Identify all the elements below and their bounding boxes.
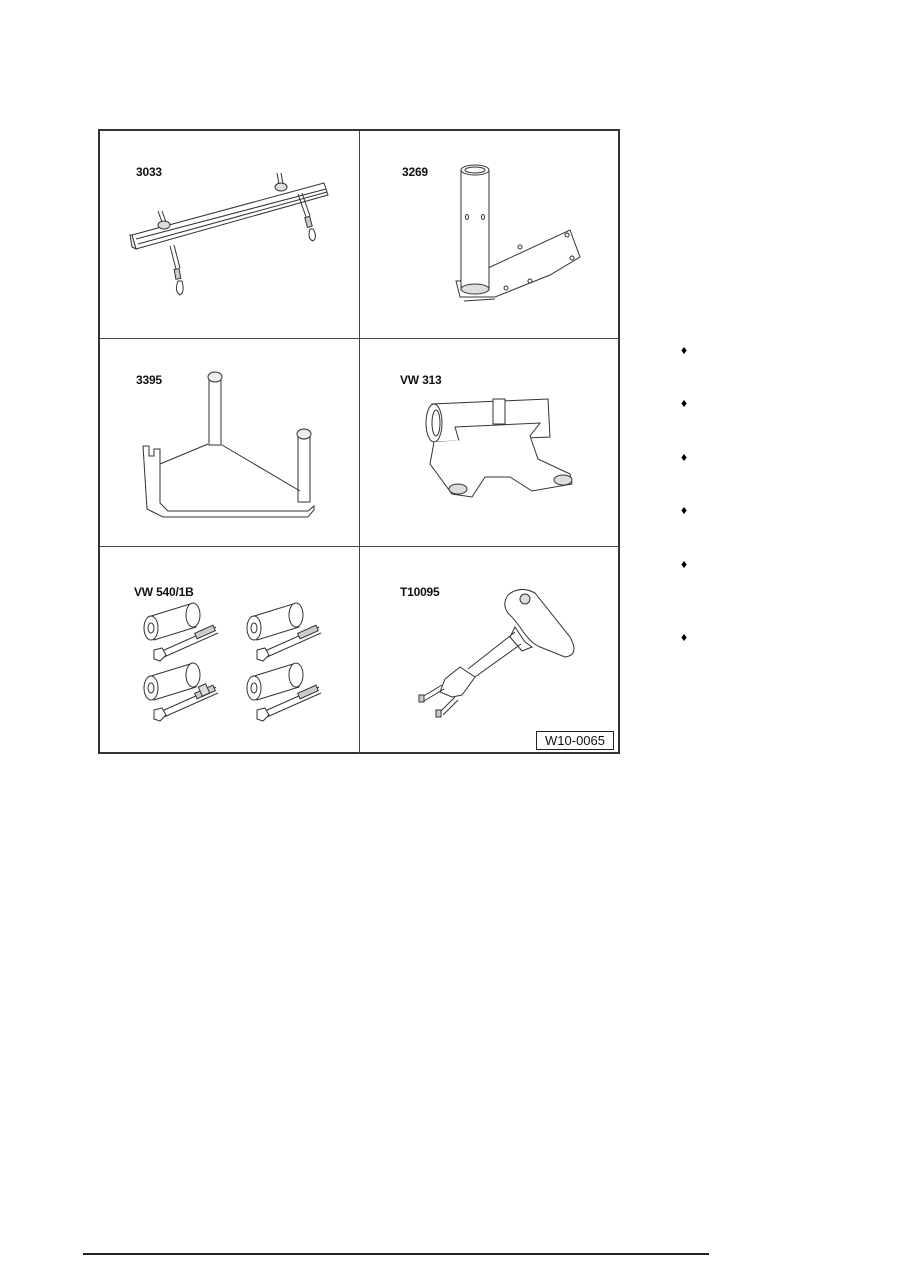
- tool-label: 3033: [136, 165, 162, 179]
- tool-cell-vw313: VW 313: [360, 339, 620, 547]
- diamond-bullet-icon: ♦: [680, 630, 688, 644]
- support-bar-illustration: [129, 172, 329, 296]
- tool-cell-vw540-1b: VW 540/1B: [100, 547, 360, 754]
- diamond-bullet-icon: ♦: [680, 450, 688, 464]
- diamond-bullet-icon: ♦: [680, 557, 688, 571]
- sleeves-bolts-illustration: [143, 602, 322, 722]
- figure-reference-code: W10-0065: [536, 731, 614, 750]
- mounting-support-illustration: [425, 398, 573, 498]
- tool-label: T10095: [400, 585, 440, 599]
- tool-label: VW 540/1B: [134, 585, 194, 599]
- tool-label: 3395: [136, 373, 162, 387]
- tool-cell-3269: 3269: [360, 131, 620, 339]
- footer-divider: [83, 1253, 709, 1255]
- bracket-pins-illustration: [142, 371, 315, 518]
- diamond-bullet-icon: ♦: [680, 503, 688, 517]
- tool-label: 3269: [402, 165, 428, 179]
- t-handle-fork-illustration: [418, 589, 575, 718]
- tool-label: VW 313: [400, 373, 442, 387]
- special-tools-figure: 3033 3269: [98, 129, 620, 754]
- tool-cell-t10095: T10095 W10-0065: [360, 547, 620, 754]
- diamond-bullet-icon: ♦: [680, 343, 688, 357]
- tool-cell-3395: 3395: [100, 339, 360, 547]
- tool-cell-3033: 3033: [100, 131, 360, 339]
- tube-base-illustration: [455, 164, 581, 302]
- diamond-bullet-icon: ♦: [680, 396, 688, 410]
